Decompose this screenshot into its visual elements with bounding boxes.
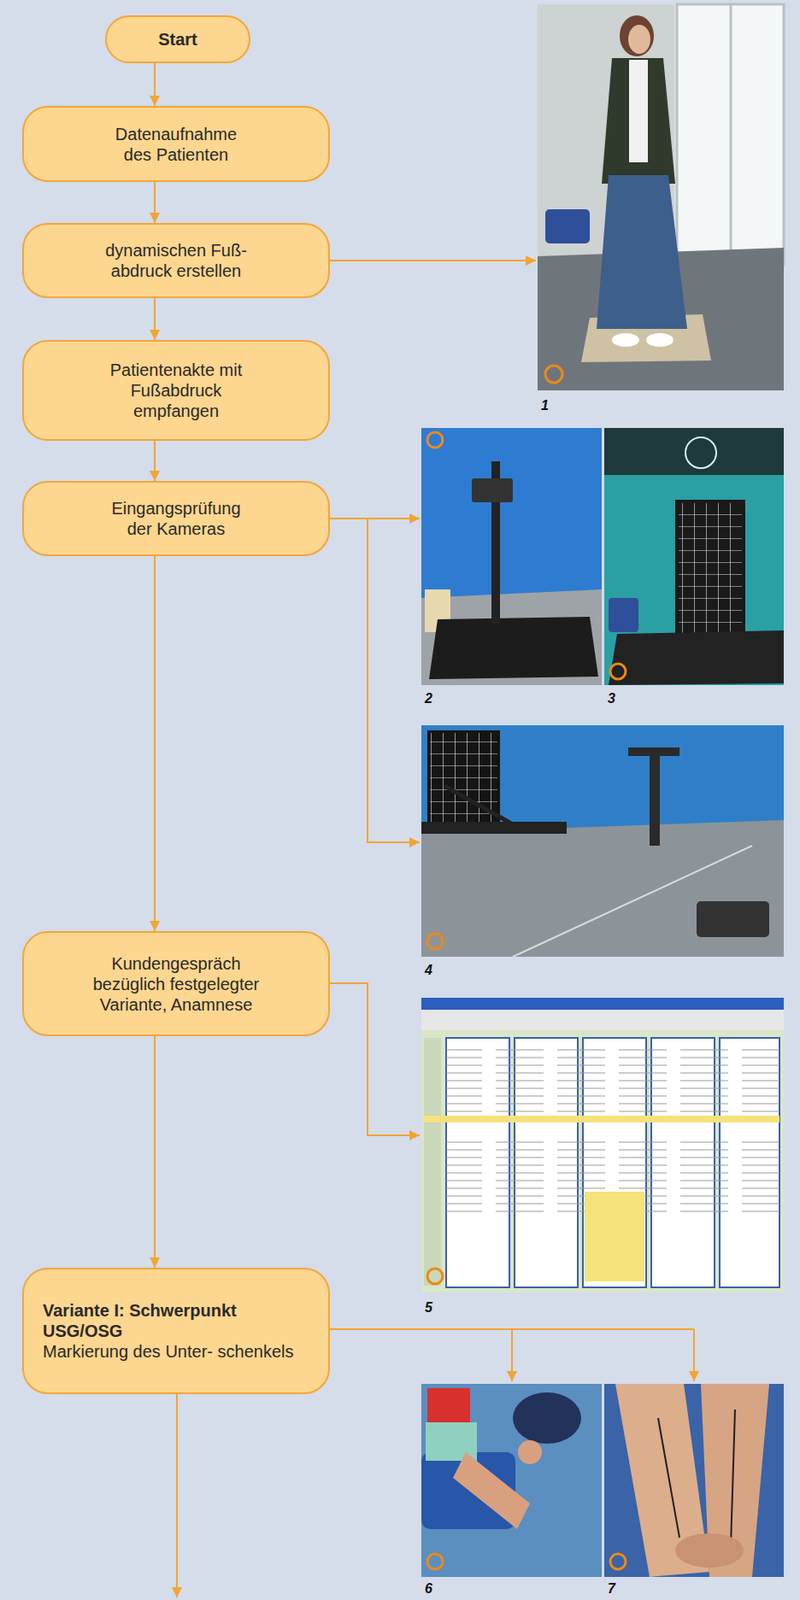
floor bbox=[421, 589, 602, 686]
wall bbox=[421, 428, 602, 686]
box-text: Kundengespräch bezüglich festgelegter Va… bbox=[80, 953, 273, 1016]
flow-arrow bbox=[153, 298, 156, 341]
chair bbox=[608, 598, 639, 633]
box-text: Datenaufnahme des Patienten bbox=[103, 123, 249, 165]
jacket bbox=[601, 58, 676, 184]
logo bbox=[545, 365, 563, 383]
photo-camera-side bbox=[604, 428, 784, 686]
logo bbox=[610, 1554, 626, 1571]
marker-line bbox=[730, 1410, 736, 1548]
hair bbox=[619, 15, 654, 57]
lunch-band bbox=[423, 1116, 780, 1124]
camera bbox=[696, 901, 770, 938]
photo-ground bbox=[537, 4, 784, 391]
box-text: Eingangsprüfung der Kameras bbox=[99, 498, 253, 540]
examiner bbox=[512, 1393, 582, 1445]
top bbox=[427, 1388, 471, 1428]
photo-leg-lines bbox=[604, 1384, 784, 1578]
process-box: Variante I: Schwerpunkt USG/OSGMarkierun… bbox=[22, 1268, 330, 1395]
booked-block bbox=[584, 1192, 645, 1283]
wall bbox=[421, 725, 784, 958]
logo bbox=[427, 1269, 443, 1285]
box-heading: Start bbox=[158, 29, 198, 50]
callout-number: 4 bbox=[424, 963, 433, 979]
photo-ground bbox=[421, 1384, 602, 1578]
time-column bbox=[423, 1038, 442, 1287]
leader-arrow bbox=[329, 517, 420, 520]
leader-arrows bbox=[176, 260, 695, 1599]
door-window bbox=[676, 4, 784, 265]
shirt bbox=[629, 59, 648, 163]
box-text: dynamischen Fuß- abdruck erstellen bbox=[82, 240, 271, 282]
toolbar bbox=[421, 1010, 784, 1031]
leader-arrow bbox=[329, 259, 536, 262]
grid-board bbox=[675, 500, 746, 646]
flow-arrow bbox=[153, 1036, 156, 1269]
treadmill bbox=[421, 822, 567, 835]
callout-number: 3 bbox=[607, 691, 616, 707]
marker-line bbox=[658, 1418, 680, 1539]
process-box: Kundengespräch bezüglich festgelegter Va… bbox=[22, 931, 330, 1037]
logo bbox=[427, 1554, 443, 1571]
window-frame bbox=[729, 4, 733, 265]
leader-arrow bbox=[329, 983, 420, 1136]
photo-ground bbox=[604, 1384, 784, 1578]
logo bbox=[427, 934, 443, 950]
ceiling bbox=[604, 428, 784, 476]
process-box: Patientenakte mit Fußabdruck empfangen bbox=[22, 340, 330, 442]
box-text: Patientenakte mit Fußabdruck empfangen bbox=[97, 359, 256, 422]
box-text: Markierung des Unter- schenkels bbox=[42, 1341, 300, 1363]
process-box: Eingangsprüfung der Kameras bbox=[22, 481, 330, 557]
photo-treadmill bbox=[421, 725, 784, 958]
hand bbox=[675, 1534, 744, 1569]
flow-arrow bbox=[153, 182, 156, 224]
pole bbox=[649, 752, 660, 847]
callout-number: 2 bbox=[424, 691, 433, 707]
hand bbox=[517, 1441, 542, 1465]
day-columns bbox=[446, 1038, 780, 1289]
process-box: Datenaufnahme des Patienten bbox=[22, 105, 330, 183]
start-terminal: Start bbox=[105, 15, 251, 64]
window bbox=[421, 998, 784, 1294]
grid-lines bbox=[678, 503, 742, 642]
floor bbox=[421, 820, 784, 958]
flow-arrow bbox=[153, 441, 156, 482]
leader-arrow bbox=[693, 1329, 695, 1383]
title-bar bbox=[421, 998, 784, 1011]
callout-number: 5 bbox=[424, 1300, 433, 1317]
photo-foot-scan bbox=[537, 4, 784, 391]
skirt bbox=[596, 175, 688, 330]
flow-arrow bbox=[153, 63, 156, 106]
screenshot-calendar bbox=[421, 998, 784, 1294]
mat bbox=[429, 617, 599, 680]
treadmill-rail bbox=[444, 786, 513, 825]
face bbox=[628, 24, 651, 54]
logo bbox=[427, 432, 443, 448]
process-box: dynamischen Fuß- abdruck erstellen bbox=[22, 223, 330, 299]
box-heading: Variante I: Schwerpunkt USG/OSG bbox=[42, 1300, 300, 1342]
flow-arrow bbox=[153, 556, 156, 932]
foot bbox=[646, 333, 674, 348]
foot bbox=[611, 333, 640, 348]
callout-number: 1 bbox=[541, 398, 549, 414]
leader-arrow bbox=[367, 518, 420, 843]
wall bbox=[604, 428, 784, 686]
camera-mark bbox=[685, 437, 717, 469]
leg bbox=[452, 1452, 530, 1530]
entries bbox=[446, 1044, 780, 1113]
chair bbox=[545, 209, 590, 244]
camera bbox=[471, 478, 513, 503]
treadmill bbox=[608, 630, 784, 686]
callout-number: 6 bbox=[424, 1582, 433, 1598]
pole-top bbox=[628, 747, 680, 757]
leader-arrow bbox=[511, 1329, 513, 1383]
callout-number: 7 bbox=[607, 1582, 616, 1598]
logo bbox=[610, 664, 626, 680]
continuation-arrow bbox=[176, 1394, 178, 1599]
photo-marking bbox=[421, 1384, 602, 1578]
photo-camera-stand bbox=[421, 428, 602, 686]
